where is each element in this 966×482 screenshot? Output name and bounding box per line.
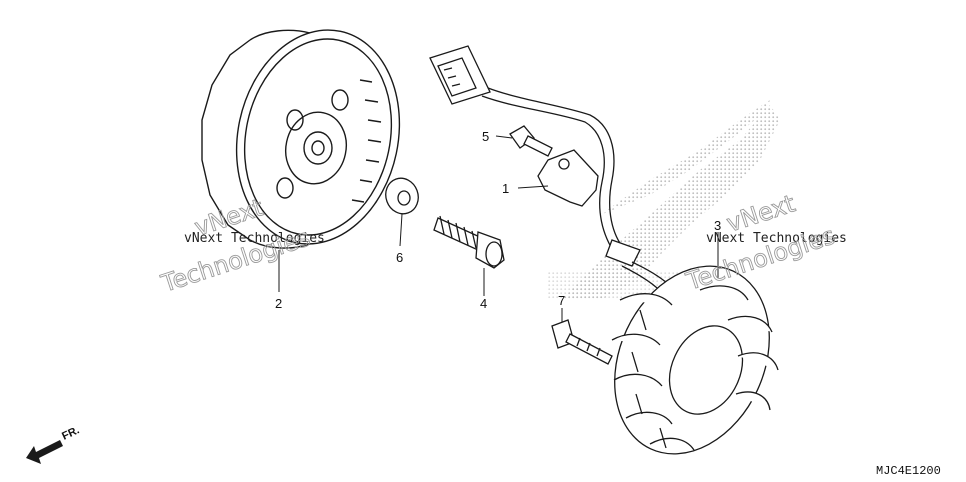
callout-7: 7: [558, 293, 565, 308]
callout-1: 1: [502, 181, 509, 196]
diagram-reference-code: MJC4E1200: [876, 464, 941, 478]
callout-labels: 1 2 3 4 5 6 7: [275, 129, 721, 311]
callout-5: 5: [482, 129, 489, 144]
leader-lines: [278, 135, 719, 322]
washer: [385, 177, 419, 215]
watermark-right-text: vNext Technologies: [706, 231, 847, 246]
stator-bracket: [537, 149, 599, 207]
front-direction-indicator: FR.: [26, 424, 81, 464]
callout-4: 4: [480, 296, 487, 311]
flywheel-bolt: [433, 215, 505, 269]
watermark-left-text: vNext Technologies: [184, 231, 325, 246]
stator-bolt: [551, 319, 613, 365]
callout-6: 6: [396, 250, 403, 265]
bracket-screw: [509, 125, 553, 157]
callout-2: 2: [275, 296, 282, 311]
front-label: FR.: [60, 424, 81, 442]
flywheel: [201, 29, 401, 249]
stator-coil: [611, 265, 779, 455]
callout-3: 3: [714, 218, 721, 233]
front-arrow-icon: [26, 440, 63, 464]
